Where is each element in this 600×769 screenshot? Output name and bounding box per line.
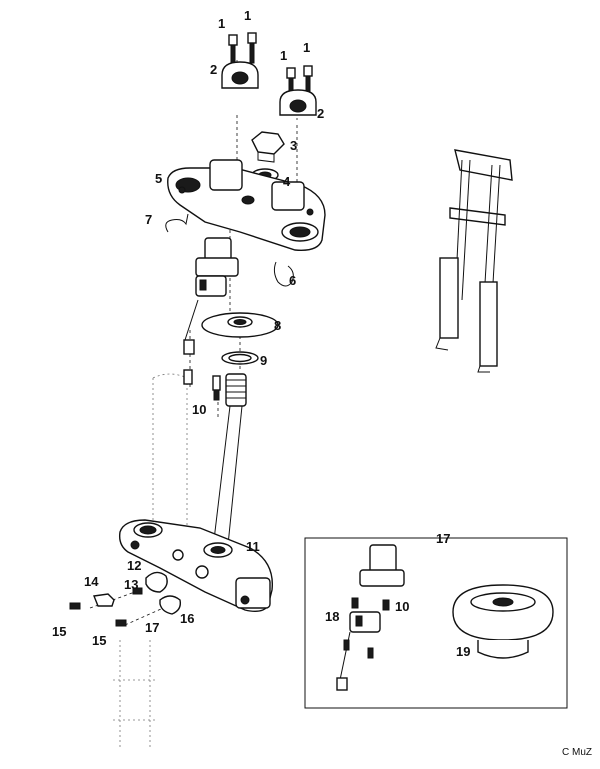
handlebar-clamps — [221, 61, 317, 116]
callout-11: 11 — [246, 539, 260, 554]
callout-13: 13 — [124, 577, 138, 592]
callout-12: 12 — [127, 558, 141, 573]
callout-2: 2 — [317, 106, 324, 121]
bolt-head — [228, 34, 238, 46]
callout-3: 3 — [290, 138, 297, 153]
callout-1: 1 — [280, 48, 287, 63]
callout-17: 17 — [145, 620, 159, 635]
steering-stem — [213, 373, 247, 546]
fork-tube-ghost — [113, 373, 188, 750]
bolt-shank — [249, 42, 255, 64]
lower-triple-clamp — [118, 519, 274, 613]
dust-cap-19 — [452, 584, 554, 659]
callout-1: 1 — [303, 40, 310, 55]
callout-1: 1 — [244, 8, 251, 23]
part-14 — [93, 593, 115, 607]
part-12 — [145, 571, 168, 593]
callout-8: 8 — [274, 318, 281, 333]
callout-14: 14 — [84, 574, 99, 589]
callout-labels: 1 1 1 1 2 2 3 4 5 6 7 8 9 10 11 12 13 14… — [52, 8, 470, 659]
bolt-head — [286, 67, 296, 79]
callout-6: 6 — [289, 273, 296, 288]
upper-triple-clamp — [167, 159, 326, 251]
dust-cover — [201, 312, 279, 338]
inset-box — [304, 537, 568, 709]
part-13 — [132, 587, 143, 595]
circlip — [221, 351, 259, 365]
bolt-head — [303, 65, 313, 77]
callout-16: 16 — [180, 611, 194, 626]
assembled-fork-view — [435, 149, 513, 373]
screw-10 — [212, 375, 221, 401]
small-parts-left — [69, 571, 182, 627]
callout-10: 10 — [395, 599, 409, 614]
callout-4: 4 — [283, 174, 291, 189]
callout-5: 5 — [155, 171, 162, 186]
callout-9: 9 — [260, 353, 267, 368]
part-16 — [159, 595, 182, 615]
ignition-lock — [183, 237, 239, 385]
part-15a — [69, 602, 81, 610]
copyright-text: C MuZ — [562, 747, 592, 758]
callout-7: 7 — [145, 212, 152, 227]
callout-10: 10 — [192, 402, 206, 417]
callout-15: 15 — [92, 633, 106, 648]
callout-2: 2 — [210, 62, 217, 77]
part-15b — [115, 619, 127, 627]
callout-19: 19 — [456, 644, 470, 659]
callout-15: 15 — [52, 624, 66, 639]
wire-clips — [165, 213, 294, 287]
callout-1: 1 — [218, 16, 225, 31]
stem-nut — [251, 131, 285, 163]
bolt-head — [247, 32, 257, 44]
inset-frame — [304, 537, 568, 709]
callout-18: 18 — [325, 609, 339, 624]
callout-17: 17 — [436, 531, 450, 546]
